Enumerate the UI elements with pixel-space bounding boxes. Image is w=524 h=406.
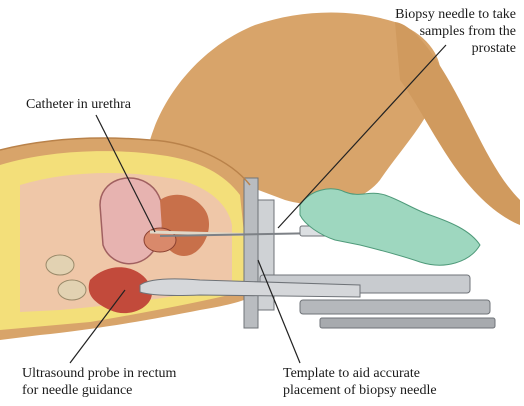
template-label-line-2: placement of biopsy needle bbox=[283, 382, 437, 399]
template-label-line-1: Template to aid accurate bbox=[283, 365, 437, 382]
template-label: Template to aid accurate placement of bi… bbox=[283, 365, 437, 399]
template-frame bbox=[244, 178, 258, 328]
gloved-hand bbox=[300, 189, 480, 265]
biopsy-needle-label-line-2: samples from the bbox=[395, 23, 516, 40]
ultrasound-probe-label-line-2: for needle guidance bbox=[22, 382, 176, 399]
biopsy-needle-label-line-3: prostate bbox=[395, 40, 516, 57]
biopsy-needle-label: Biopsy needle to take samples from the p… bbox=[395, 6, 516, 57]
catheter-label-line-1: Catheter in urethra bbox=[26, 96, 131, 113]
ultrasound-probe-label: Ultrasound probe in rectum for needle gu… bbox=[22, 365, 176, 399]
catheter-label: Catheter in urethra bbox=[26, 96, 131, 113]
ultrasound-probe-label-line-1: Ultrasound probe in rectum bbox=[22, 365, 176, 382]
biopsy-needle-label-line-1: Biopsy needle to take bbox=[395, 6, 516, 23]
